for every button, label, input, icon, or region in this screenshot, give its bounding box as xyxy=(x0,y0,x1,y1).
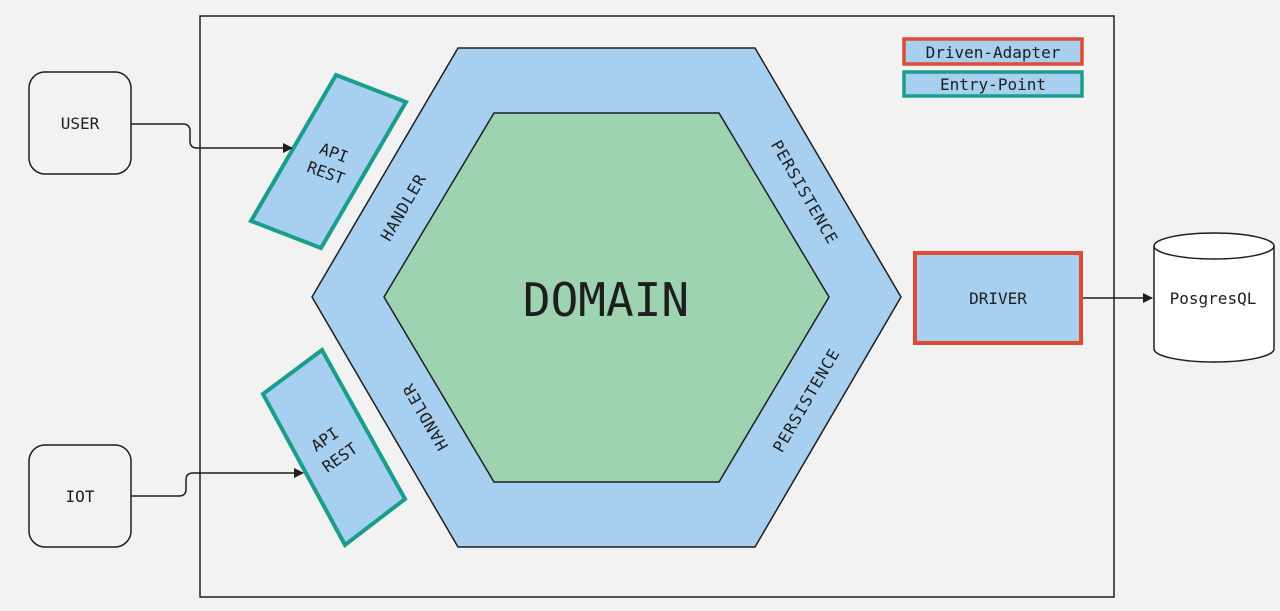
entry-point-api-rest-top: API REST xyxy=(248,72,409,251)
database-label: PosgresQL xyxy=(1170,289,1257,308)
domain-label: DOMAIN xyxy=(523,273,689,327)
legend-entry-point-label: Entry-Point xyxy=(940,75,1046,94)
driven-adapter-driver: DRIVER xyxy=(913,251,1083,345)
database-cylinder: PosgresQL xyxy=(1153,232,1275,363)
legend-entry-point-swatch xyxy=(902,70,1084,98)
actor-user-label: USER xyxy=(61,114,100,133)
actor-iot: IOT xyxy=(28,444,132,548)
actor-iot-label: IOT xyxy=(66,487,95,506)
legend-driven-adapter-swatch xyxy=(902,37,1084,66)
legend: Driven-Adapter Entry-Point xyxy=(902,37,1084,98)
user-to-api-arrow xyxy=(131,123,293,153)
legend-driven-adapter-label: Driven-Adapter xyxy=(926,43,1061,62)
application-boundary xyxy=(199,15,1115,598)
domain-hexagon xyxy=(383,112,830,483)
entry-point-api-rest-bottom: API REST xyxy=(260,347,408,549)
iot-to-api-arrow xyxy=(131,468,304,497)
actor-user: USER xyxy=(28,71,132,175)
driver-label: DRIVER xyxy=(969,289,1027,308)
